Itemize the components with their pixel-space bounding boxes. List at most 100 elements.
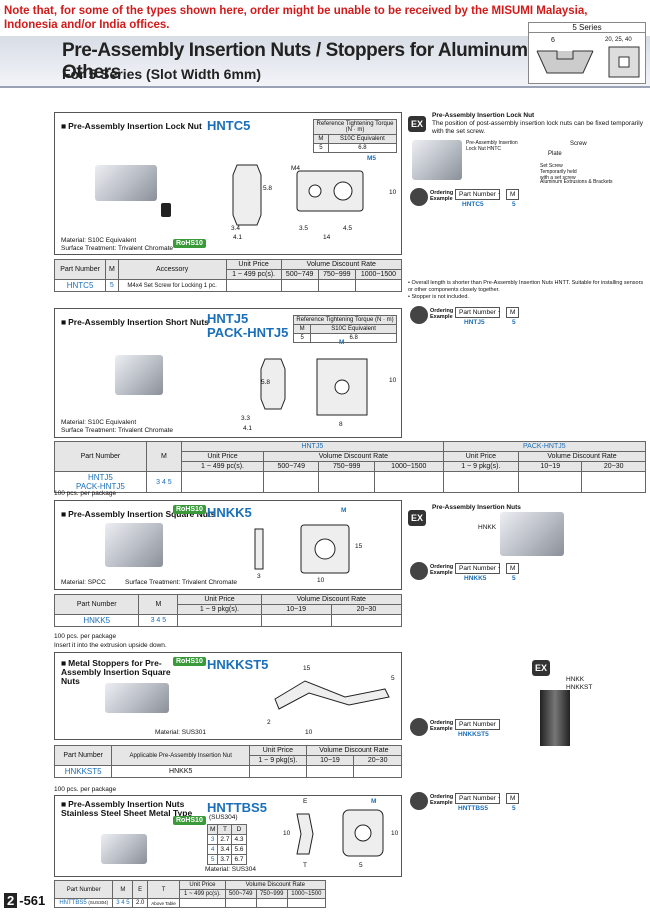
part-hnttbs5[interactable]: HNTTBS5 (SUS304) [53,898,114,908]
th-q3: 750~999 [318,461,375,472]
hnkk5-code: HNKK5 [207,505,252,520]
th-part: Part Number [53,745,113,766]
th-q1: 1 ~ 499 pc(s). [180,461,265,472]
dim-10: 10 [391,830,399,837]
dim-15: 15 [355,543,363,550]
hnkkst5-panel: Metal Stoppers for Pre-Assembly Insertio… [54,652,402,740]
th-q2: 500~749 [224,889,257,899]
th-m: M [145,441,183,472]
part-hnkk5[interactable]: HNKK5 [53,614,140,627]
order-m-value: 5 [512,319,516,326]
th-q1: 1 ~ 9 pkg(s). [177,604,262,615]
th-unit-price: Unit Price [249,745,307,756]
label-m5: M5 [367,155,377,162]
th-q3: 750~999 [255,889,288,899]
order-part-box: Part Number [455,563,500,574]
dim-4-1: 4.1 [243,425,253,432]
phone-icon [410,562,428,580]
order-part-value: HNTTBS5 [458,805,488,812]
page-num: -561 [19,893,46,908]
hnkk5-note-2: Insert it into the extrusion upside down… [54,642,167,649]
dim-3-5: 3.5 [299,225,309,232]
th-q3: 750~999 [317,269,356,280]
dim-3-4: 3.4 [231,225,241,232]
hntc5-panel: Pre-Assembly Insertion Lock Nut HNTC5 Re… [54,112,402,255]
mtd-d: 5.6 [231,844,247,855]
applicable-nut: HNKK5 [111,765,251,778]
part-code: HNTTBS5 [59,900,87,906]
t-value: Above Table [146,898,181,908]
order-label: Ordering Example [430,190,454,202]
page-subtitle: For 5 Series (Slot Width 6mm) [62,66,262,82]
chapter-number: 2 [4,893,18,908]
th-m: M [105,259,119,280]
th-unit-price: Unit Price [225,259,282,270]
notice-text: Note that, for some of the types shown h… [4,5,588,31]
extrusion-image [412,140,462,180]
th-vdr: Volume Discount Rate [224,880,327,890]
phone-icon [410,188,428,206]
hnkk5-panel: Pre-Assembly Insertion Square Nuts RoHS1… [54,500,402,590]
hntj5-panel: Pre-Assembly Insertion Short Nuts HNTJ5 … [54,308,402,438]
th-unit-price: Unit Price [177,594,262,605]
dim-5-8: 5.8 [263,185,273,192]
hnttbs5-panel: Pre-Assembly Insertion Nuts Stainless St… [54,795,402,877]
th-q4: 1000~1500 [286,889,327,899]
rohs-badge: RoHS10 [173,816,206,825]
torque-val: 6.8 [310,333,397,343]
order-label: Ordering Example [430,720,454,732]
ex-label-screw: Screw [570,141,587,147]
hntc5-drawing [232,164,364,226]
hnkk5-ex-title: Pre-Assembly Insertion Nuts [432,504,521,511]
ex-label-setscrew: Set Screw Temporarily held with a set sc… [540,163,577,181]
accessory: M4x4 Set Screw for Locking 1 pc. [117,279,227,292]
e-value: 2.0 [132,898,148,908]
dim-5: 5 [359,862,363,869]
note-2: • Stopper is not included. [408,294,469,300]
series-label: 5 Series [529,23,645,33]
th-part: Part Number [54,441,147,472]
label-m4: M4 [291,165,301,172]
th-q2: 500~749 [263,461,320,472]
torque-title: Reference Tightening Torque (N · m) [293,315,397,325]
order-label: Ordering Example [430,564,454,576]
torque-m-header: M [292,324,312,334]
th-q3: 20~30 [353,755,402,766]
mtd-m: 5 [206,854,219,865]
mtd-t: 3.4 [217,844,233,855]
hnkkst5-title: Metal Stoppers for Pre-Assembly Insertio… [61,659,173,686]
m-value: 5 [105,279,119,292]
part-hntj5[interactable]: HNTJ5 PACK-HNTJ5 [54,471,147,493]
rohs-badge: RoHS10 [173,505,206,514]
hntj5-photo [115,355,163,395]
dim-8: 8 [339,421,343,428]
order-m-value: 5 [512,201,516,208]
torque-title: Reference Tightening Torque (N · m) [313,119,397,135]
part-hnkkst5[interactable]: HNKKST5 [53,765,113,778]
order-m-box: M [506,793,520,804]
order-part-box: Part Number [455,793,500,804]
th-vdr: Volume Discount Rate [280,259,403,270]
dim-4-1: 4.1 [233,234,243,241]
mtd-t: 2.7 [217,834,233,845]
dim-5: 5 [391,675,395,682]
torque-mat-header: S10C Equivalent [327,134,398,144]
dim-t: T [303,862,307,869]
ex-label-nut: Pre-Assembly Insertion Lock Nut HNTC [466,140,518,152]
th-vdr-2: Volume Discount Rate [518,451,646,462]
th-q2: 10~19 [260,604,332,615]
hnkk5-ex-image [500,512,564,556]
dim-10: 10 [317,577,325,584]
order-m-box: M [506,189,520,200]
th-applicable: Applicable Pre-Assembly Insertion Nut [111,745,251,766]
part-hntc5[interactable]: HNTC5 [53,279,107,292]
hntj5-code2: PACK-HNTJ5 [207,325,289,340]
th-unit-price: Unit Price [180,451,265,462]
hnttbs5-title: Pre-Assembly Insertion Nuts Stainless St… [61,800,211,818]
dim-3: 3 [257,573,261,580]
torque-mat-header: S10C Equivalent [310,324,397,334]
